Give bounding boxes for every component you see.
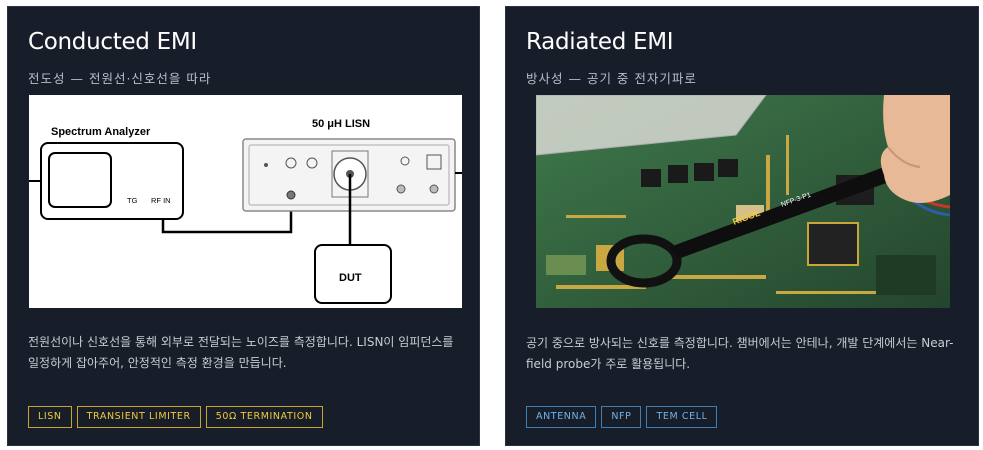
background-device-edge [536, 95, 767, 156]
lisn-binding-post-2 [429, 184, 439, 194]
lisn-knob-1 [285, 157, 297, 169]
hand [880, 95, 950, 203]
pcb-processor [807, 222, 859, 266]
pcb-chip [694, 163, 714, 181]
lisn-switch [400, 156, 410, 166]
radiated-emi-card: Radiated EMI 방사성 — 공기 중 전자기파로 [505, 6, 979, 446]
rf-cable [161, 195, 293, 234]
tag-nfp[interactable]: NFP [601, 406, 642, 428]
card-title: Conducted EMI [28, 29, 197, 55]
dut-label: DUT [339, 272, 362, 284]
near-field-probe-photo: RIGOL NFP-3-P1 [536, 95, 950, 308]
tag-50-ohm-termination[interactable]: 50Ω TERMINATION [205, 406, 323, 428]
pcb-chip [718, 159, 738, 177]
pcb-traces [556, 135, 876, 294]
tag-transient-limiter[interactable]: TRANSIENT LIMITER [76, 406, 201, 428]
hand-crease [887, 146, 921, 168]
lisn-binding-post-1 [396, 184, 406, 194]
tag-list: LISN TRANSIENT LIMITER 50Ω TERMINATION [28, 406, 323, 428]
analyzer-screen [48, 152, 112, 208]
probe-loop [606, 234, 682, 288]
lisn-knob-2 [306, 157, 318, 169]
card-subtitle: 전도성 — 전원선·신호선을 따라 [28, 71, 212, 86]
lisn-label: 50 μH LISN [312, 118, 370, 130]
pcb-region [876, 255, 936, 295]
card-description: 전원선이나 신호선을 통해 외부로 전달되는 노이즈를 측정합니다. LISN이… [28, 335, 454, 370]
pcb-chip [668, 165, 688, 183]
tag-lisn[interactable]: LISN [28, 406, 72, 428]
spectrum-analyzer-label: Spectrum Analyzer [51, 126, 151, 138]
tg-label: TG [127, 196, 138, 205]
tag-list: ANTENNA NFP TEM CELL [526, 406, 718, 428]
card-title: Radiated EMI [526, 29, 674, 55]
probe-shaft [670, 161, 908, 259]
card-description: 공기 중으로 방사되는 신호를 측정합니다. 챔버에서는 안테나, 개발 단계에… [526, 336, 954, 371]
lisn-led [264, 163, 268, 167]
rf-in-label: RF IN [151, 196, 171, 205]
lisn-outlet [426, 154, 442, 170]
tag-antenna[interactable]: ANTENNA [526, 406, 597, 428]
photo-svg: RIGOL NFP-3-P1 [536, 95, 950, 308]
background-device [536, 95, 766, 155]
tag-tem-cell[interactable]: TEM CELL [646, 406, 718, 428]
pcb-chip [641, 169, 661, 187]
card-subtitle: 방사성 — 공기 중 전자기파로 [526, 71, 697, 86]
diagram-svg: Spectrum Analyzer TG RF IN 50 μH LISN [29, 118, 462, 304]
pcb-region [546, 255, 586, 275]
lisn-setup-diagram: Spectrum Analyzer TG RF IN 50 μH LISN [29, 95, 462, 308]
conducted-emi-card: Conducted EMI 전도성 — 전원선·신호선을 따라 Spectrum… [7, 6, 480, 446]
dut-box [314, 244, 392, 304]
lisn-rf-port [286, 190, 296, 200]
